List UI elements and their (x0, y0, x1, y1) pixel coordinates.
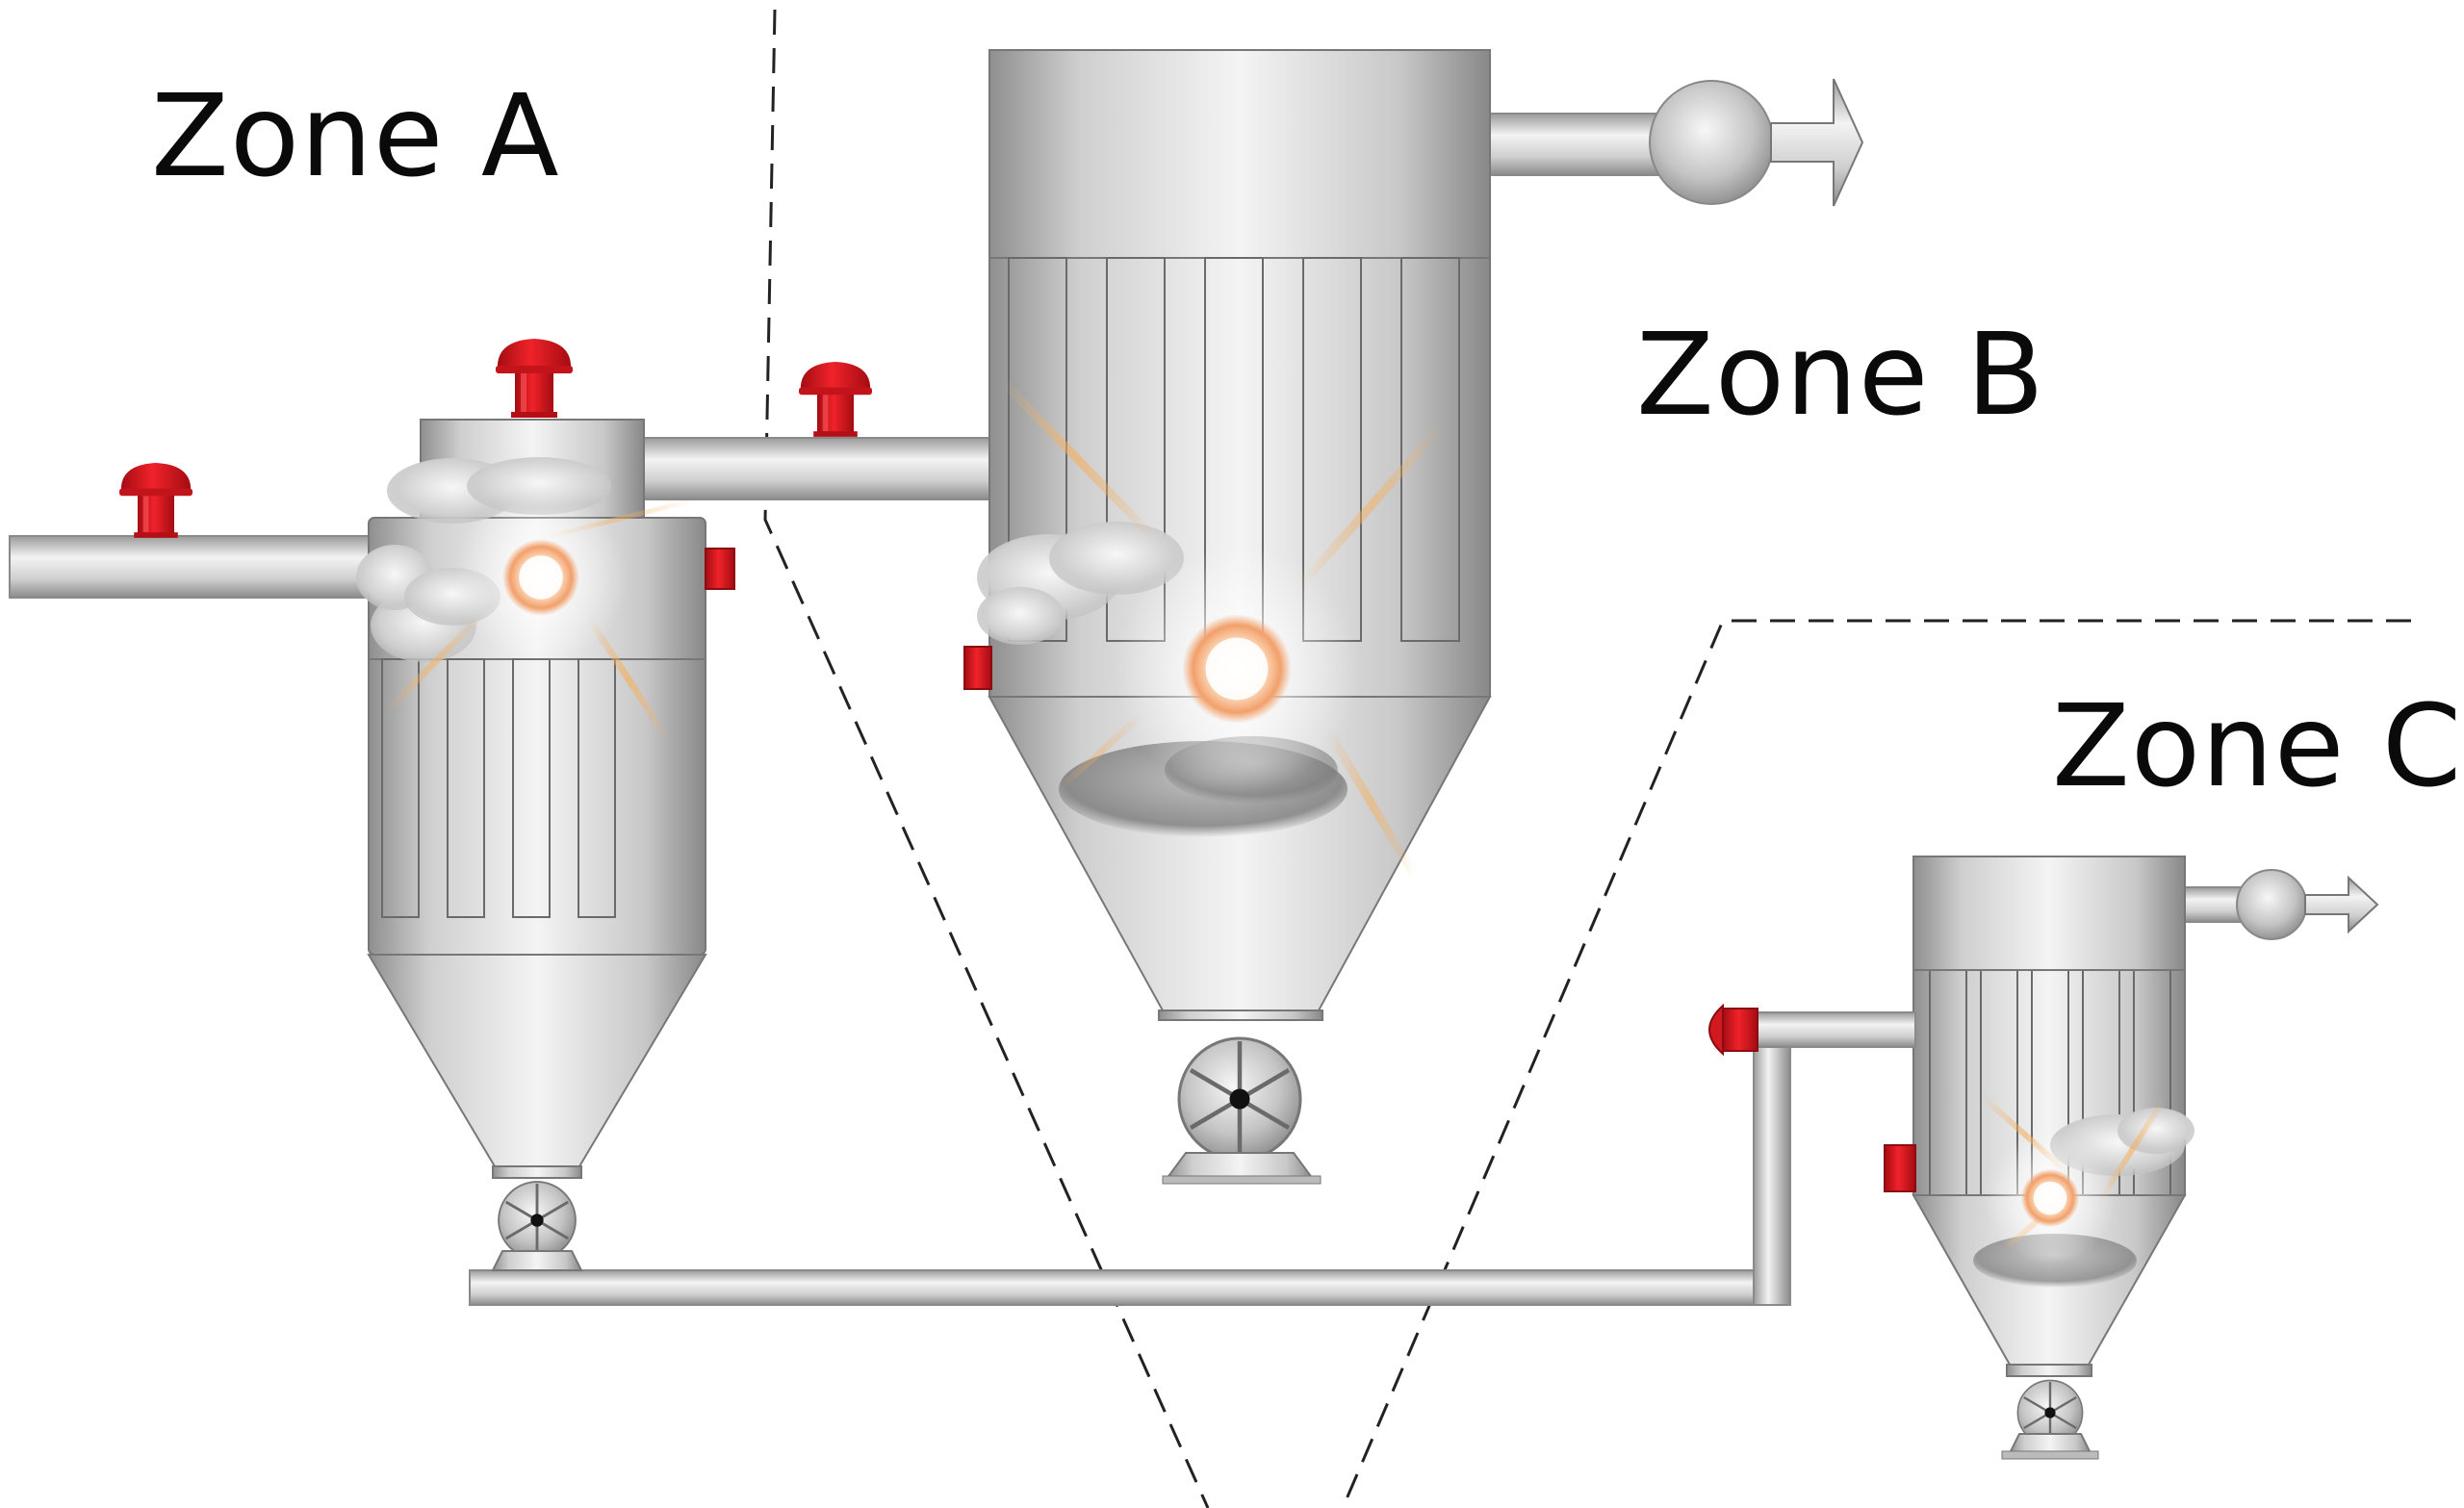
ignition-zone-c (1973, 1094, 2194, 1288)
fireball-flash-icon (1113, 545, 1361, 793)
ducting (9, 437, 1916, 1306)
red-mushroom-vent-icon (119, 463, 192, 538)
outlet-duct-b (1489, 113, 1668, 176)
collector-zone-c (1884, 856, 2379, 1460)
red-mushroom-vent-icon (799, 362, 872, 437)
rotary-airlock-valve-icon (497, 1180, 578, 1261)
zone-boundary-lines (763, 9, 2411, 1508)
rotary-airlock-valve-icon (1179, 1038, 1300, 1160)
red-mushroom-vent-icon (496, 339, 573, 418)
hopper-a (367, 954, 707, 1167)
red-flap-valve-icon (1884, 1144, 1916, 1192)
zone-b-c-boundary (1341, 619, 2411, 1508)
fireball-flash-icon (453, 490, 629, 665)
transfer-duct-a-b (634, 437, 1000, 500)
zone-c-label: Zone C (2052, 679, 2463, 812)
zone-b-label: Zone B (1636, 308, 2045, 441)
red-flap-valve-icon (705, 548, 735, 590)
red-flap-valve-icon (963, 646, 992, 690)
fan-icon (2236, 869, 2307, 940)
zone-a-b-boundary (763, 9, 1210, 1508)
ignition-zone-a (356, 457, 694, 743)
fireball-flash-icon (1984, 1132, 2117, 1265)
filter-bags-a (381, 658, 616, 918)
zone-a-label: Zone A (151, 69, 560, 202)
outlet-arrow-icon (2304, 875, 2379, 934)
fan-icon (1649, 80, 1774, 205)
ignition-zone-b (977, 376, 1448, 879)
inlet-duct-c (1753, 1011, 1916, 1048)
collector-zone-b (963, 49, 1864, 1185)
riser-duct-c (1753, 1011, 1791, 1306)
collector-zone-a (119, 339, 735, 1271)
outlet-arrow-icon (1770, 78, 1864, 207)
red-flap-valve-icon (1708, 1003, 1758, 1057)
bottom-transfer-duct (469, 1269, 1791, 1306)
inlet-duct-a (9, 535, 376, 599)
